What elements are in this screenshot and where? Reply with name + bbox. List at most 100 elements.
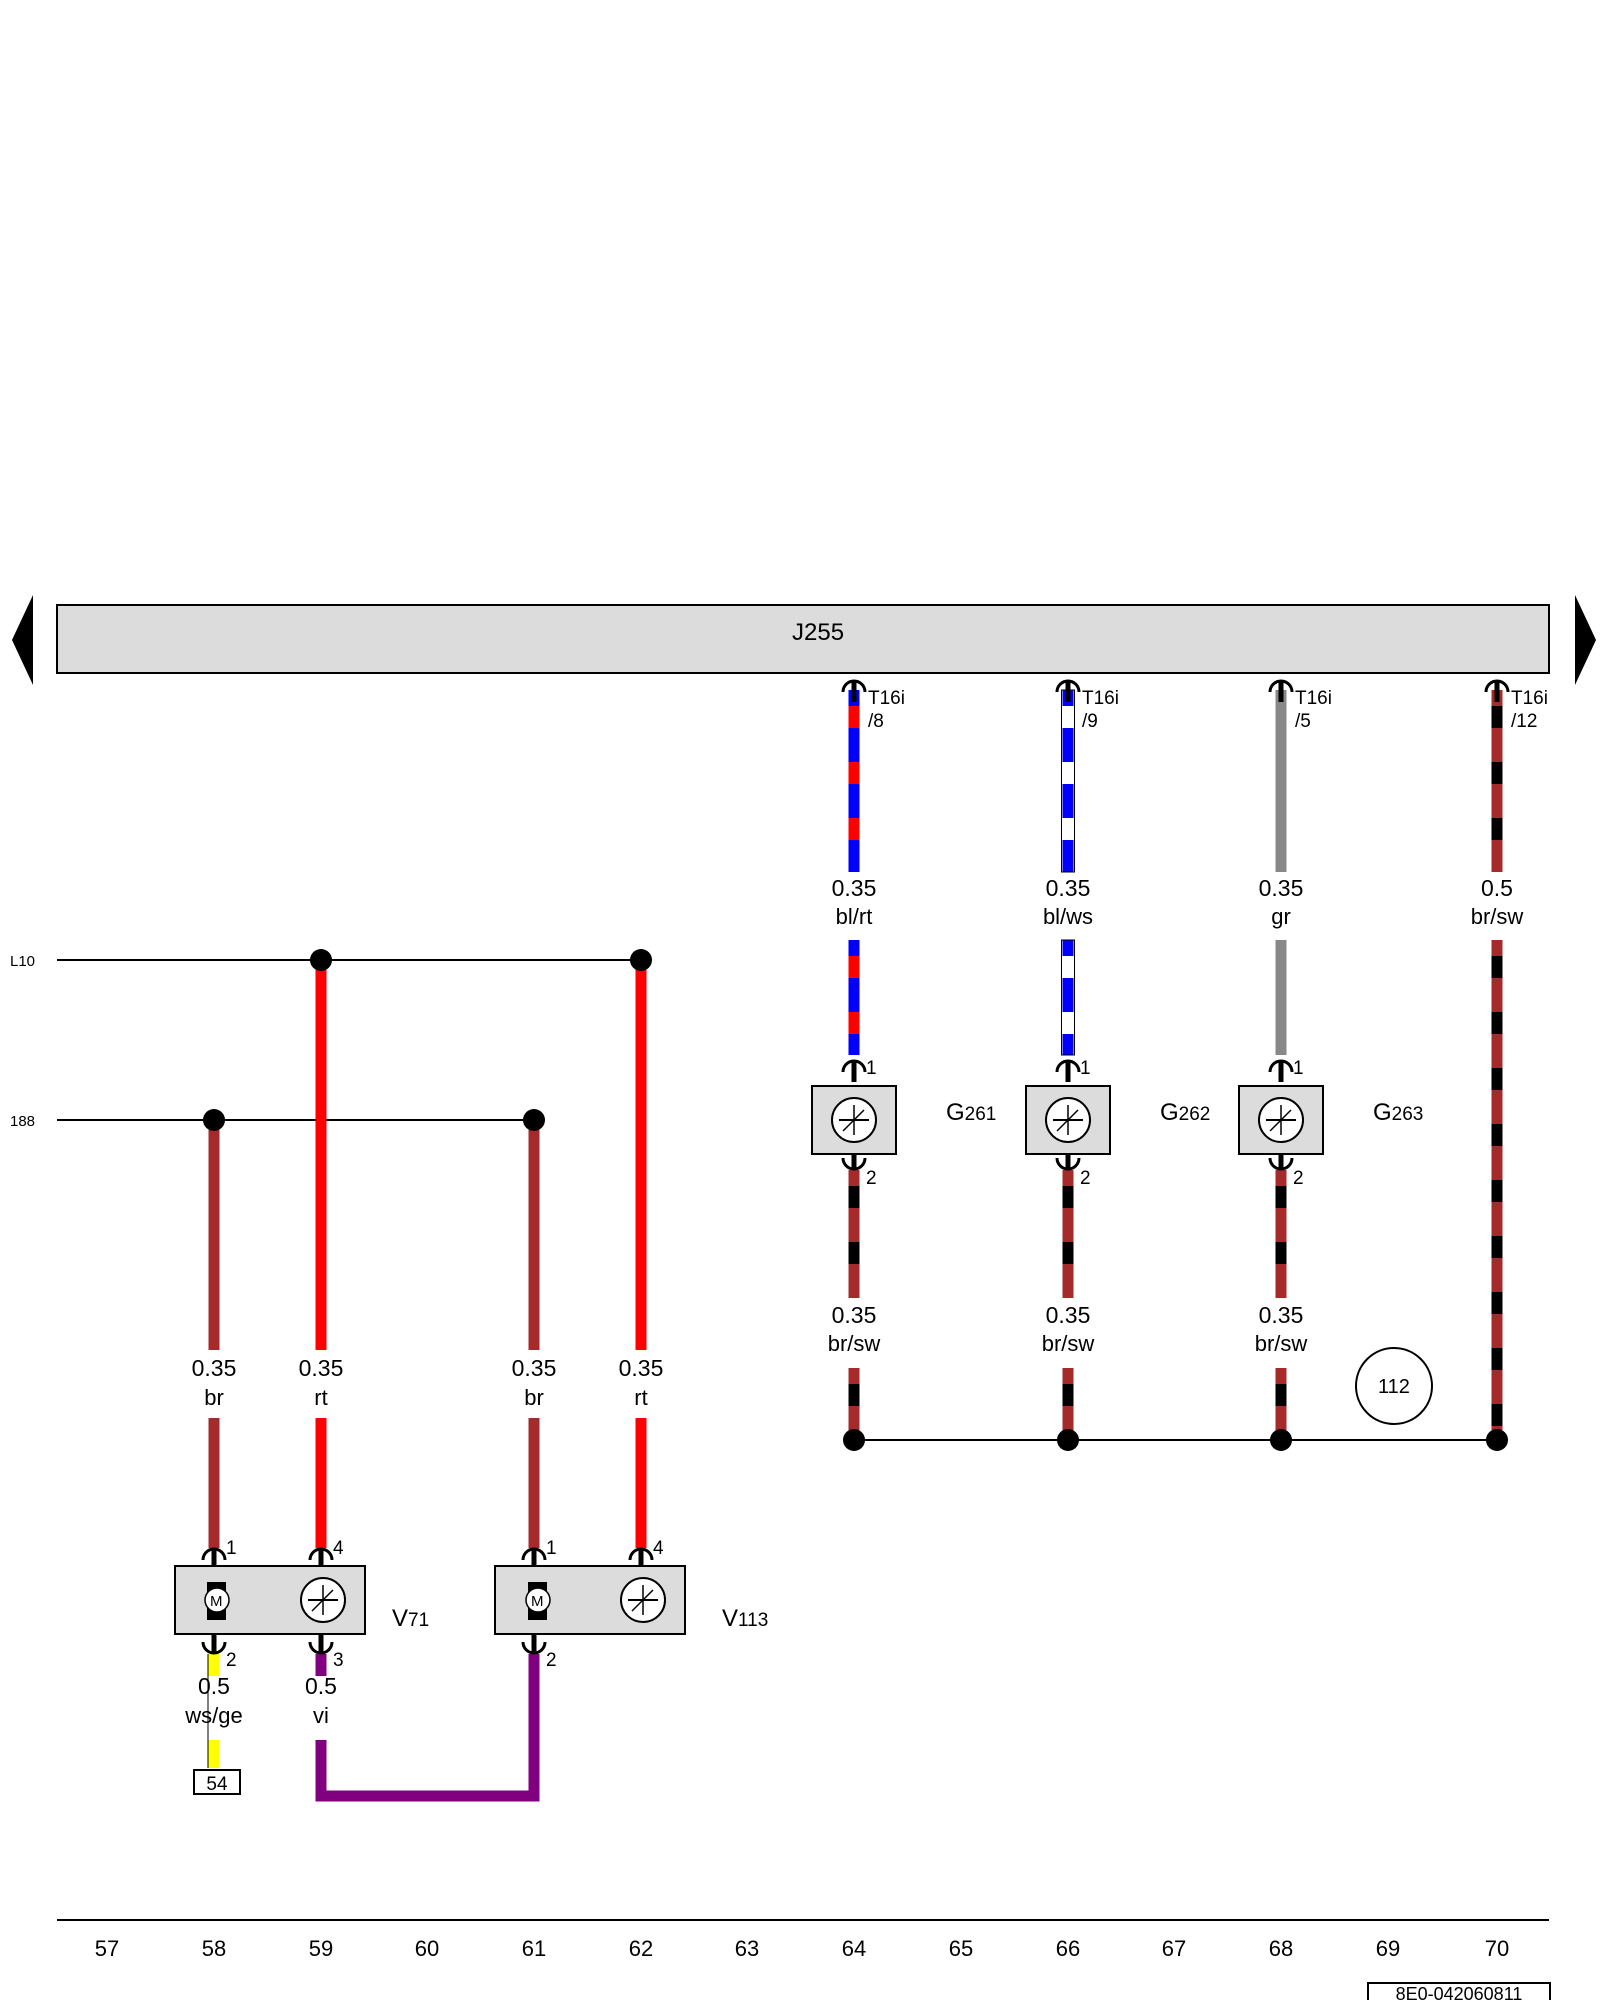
pin-number: 4	[333, 1538, 344, 1559]
terminal-box	[193, 1769, 241, 1795]
connector-symbol	[1268, 679, 1294, 693]
column-number: 57	[95, 1936, 119, 1961]
connector-symbol	[521, 1547, 547, 1561]
connector-symbol	[201, 1641, 227, 1655]
next-page-arrow-icon[interactable]	[1575, 595, 1596, 685]
pin-number: 2	[546, 1650, 557, 1671]
wire-size-label: 0.35	[1259, 1302, 1304, 1328]
connector-pin-label: /5	[1295, 711, 1311, 732]
ground-ref-label: 112	[1378, 1376, 1410, 1398]
potentiometer-arrow	[1269, 1109, 1292, 1132]
component-label-g262: G262	[1160, 1099, 1210, 1126]
svg-text:M: M	[210, 1593, 223, 1610]
wire-color-label: br/sw	[1471, 904, 1524, 929]
sensor-g263	[1238, 1085, 1324, 1155]
connector-symbol	[521, 1641, 547, 1655]
connector-symbol	[201, 1547, 227, 1561]
connector-name: T16i	[1082, 688, 1119, 709]
column-number: 60	[415, 1936, 439, 1961]
component-label-v71: V71	[392, 1605, 429, 1632]
wires-layer	[207, 689, 1503, 1802]
wire-color-label: br	[524, 1385, 544, 1410]
wire-loop	[315, 1654, 540, 1802]
potentiometer-arrow	[1056, 1109, 1079, 1132]
component-label-v113: V113	[722, 1605, 768, 1632]
wire-color-label: br	[204, 1385, 224, 1410]
terminal-box-label: 54	[206, 1774, 228, 1795]
wire-color-label: br/sw	[1255, 1331, 1308, 1356]
wire-size-label: 0.35	[1046, 875, 1091, 901]
connector-symbol	[308, 1547, 334, 1561]
svg-text:M: M	[531, 1593, 544, 1610]
wire-size-label: 0.35	[192, 1355, 237, 1381]
motor-v71: M	[174, 1565, 366, 1635]
connector-name: T16i	[1511, 688, 1548, 709]
doc-number: 8E0-042060811	[1396, 1984, 1523, 2000]
motor-v113: M	[494, 1565, 686, 1635]
wire-size-label: 0.5	[1481, 875, 1513, 901]
wire-size-label: 0.35	[832, 875, 877, 901]
wire-size-label: 0.35	[512, 1355, 557, 1381]
column-number: 63	[735, 1936, 759, 1961]
junction-dot	[843, 1429, 865, 1451]
wire-size-label: 0.35	[299, 1355, 344, 1381]
pin-number: 2	[866, 1168, 877, 1189]
connector-symbol	[1055, 1157, 1081, 1171]
wire-color-label: br/sw	[1042, 1331, 1095, 1356]
line-188-label: 188	[10, 1113, 35, 1130]
connector-symbol	[1268, 1157, 1294, 1171]
wire-size-label: 0.5	[305, 1673, 337, 1699]
column-number: 64	[842, 1936, 866, 1961]
connector-symbol	[1484, 679, 1510, 693]
junction-dots	[203, 949, 1508, 1451]
column-number: 59	[309, 1936, 333, 1961]
pin-number: 1	[1080, 1058, 1091, 1079]
wire-labels: 0.35bl/rt0.35bl/ws0.35gr0.5br/sw0.35br/s…	[184, 875, 1523, 1728]
doc-number-box	[1367, 1982, 1551, 2000]
ground-ref-circle	[1355, 1347, 1433, 1425]
component-label-g263: G263	[1373, 1099, 1423, 1126]
column-number: 62	[629, 1936, 653, 1961]
column-number: 67	[1162, 1936, 1186, 1961]
pin-number: 1	[866, 1058, 877, 1079]
prev-page-arrow-icon[interactable]	[12, 595, 33, 685]
connector-symbol	[841, 679, 867, 693]
connector-pin-label: /8	[868, 711, 884, 732]
junction-dot	[1270, 1429, 1292, 1451]
sensors-layer: G261 G262 G263	[811, 1085, 1423, 1155]
connector-name: T16i	[1295, 688, 1332, 709]
wire-size-label: 0.35	[1259, 875, 1304, 901]
junction-dot	[203, 1109, 225, 1131]
sensor-g261	[811, 1085, 897, 1155]
pin-number: 4	[653, 1538, 664, 1559]
component-label-g261: G261	[946, 1099, 996, 1126]
wire-color-label: rt	[314, 1385, 327, 1410]
wire-color-label: rt	[634, 1385, 647, 1410]
control-unit-j255	[56, 604, 1550, 674]
wire-size-label: 0.35	[1046, 1302, 1091, 1328]
wire-color-label: bl/rt	[836, 904, 873, 929]
pin-number: 3	[333, 1650, 344, 1671]
junction-dot	[1057, 1429, 1079, 1451]
wire-color-label: vi	[313, 1703, 329, 1728]
pin-number: 2	[1293, 1168, 1304, 1189]
connector-symbol	[841, 1059, 867, 1073]
wire-color-label: br/sw	[828, 1331, 881, 1356]
column-number: 68	[1269, 1936, 1293, 1961]
connector-symbol	[1055, 679, 1081, 693]
potentiometer-arrow	[842, 1109, 865, 1132]
junction-dot	[310, 949, 332, 971]
connector-symbol	[841, 1157, 867, 1171]
column-number: 61	[522, 1936, 546, 1961]
wire-color-label: bl/ws	[1043, 904, 1093, 929]
wire-outline	[1061, 939, 1075, 1056]
pin-number: 1	[546, 1538, 557, 1559]
column-number: 65	[949, 1936, 973, 1961]
column-number: 69	[1376, 1936, 1400, 1961]
line-l10-label: L10	[10, 953, 35, 970]
pin-number: 1	[1293, 1058, 1304, 1079]
wire-size-label: 0.5	[198, 1673, 230, 1699]
